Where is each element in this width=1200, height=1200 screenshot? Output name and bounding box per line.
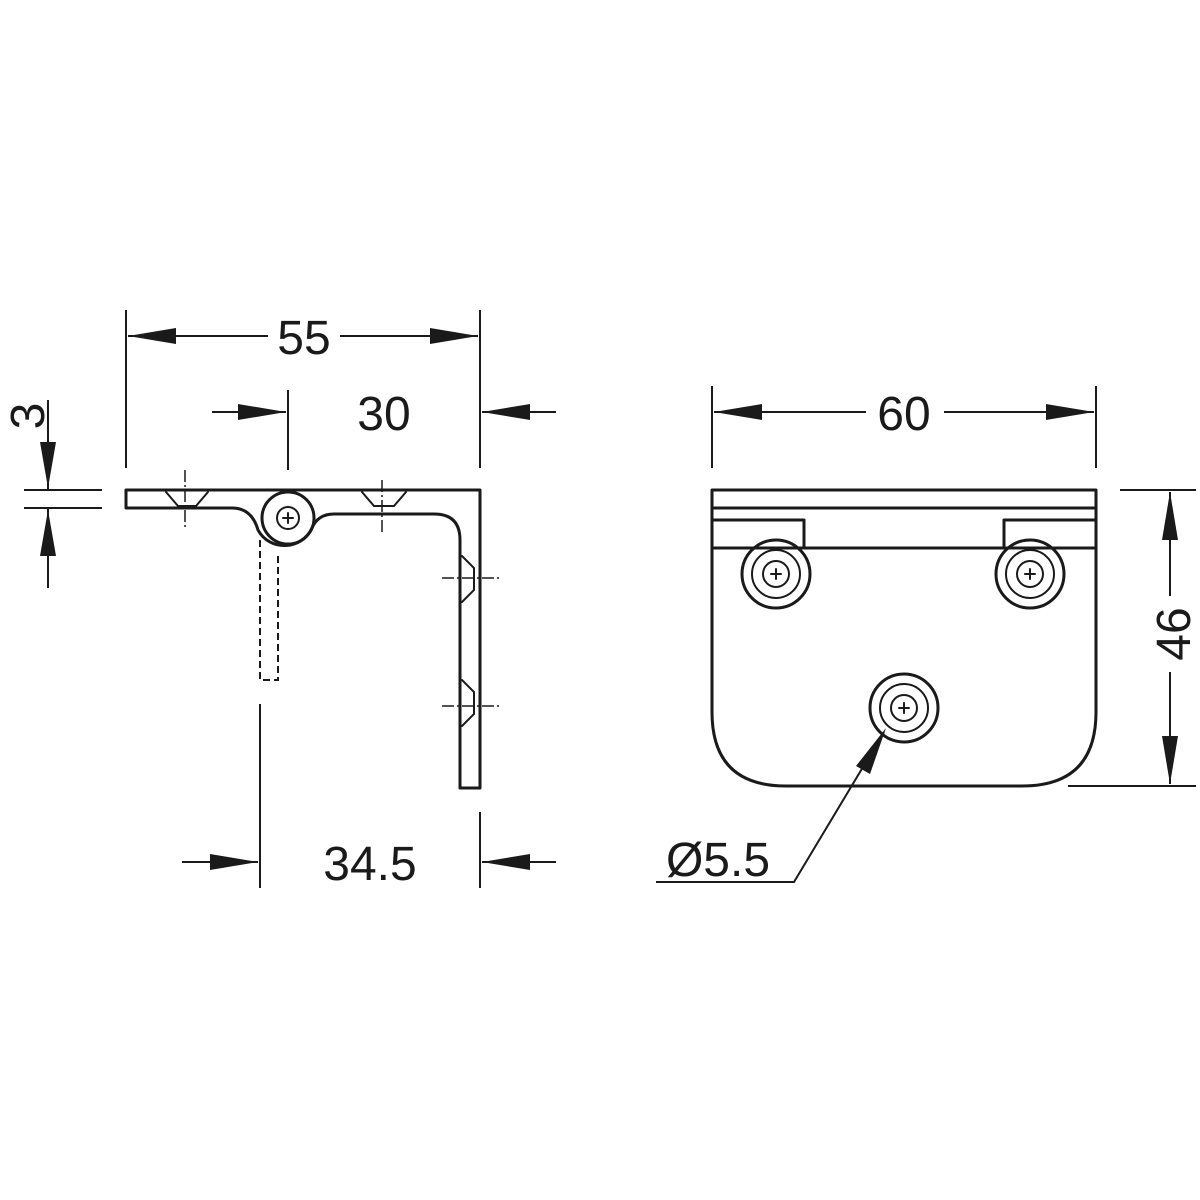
hidden-arm (259, 540, 279, 681)
countersink-upper (461, 555, 475, 603)
dim-diameter-label: Ø5.5 (666, 834, 770, 887)
countersink-right (361, 491, 407, 507)
side-view: 55 30 3 34.5 (2, 310, 556, 891)
mount-hole-bottom (868, 672, 940, 744)
dim-55-label: 55 (277, 312, 330, 365)
dim-30-label: 30 (357, 388, 410, 441)
mount-hole-right (994, 538, 1066, 610)
diameter-leader (656, 731, 885, 883)
front-view: 60 46 Ø5.5 (656, 386, 1200, 887)
countersink-lower (461, 679, 475, 727)
mount-hole-left (740, 538, 812, 610)
tab-right (1002, 518, 1098, 548)
dim-46-label: 46 (1148, 607, 1200, 660)
dim-3-label: 3 (2, 403, 55, 430)
pivot-ring (260, 490, 316, 546)
pivot-hole (276, 506, 300, 530)
front-plate-outline (710, 488, 1098, 788)
countersink-left (165, 491, 209, 507)
dim-60-label: 60 (877, 388, 930, 441)
tab-left (710, 518, 806, 548)
side-view-outline (124, 488, 482, 790)
dim-34-5-label: 34.5 (323, 838, 416, 891)
